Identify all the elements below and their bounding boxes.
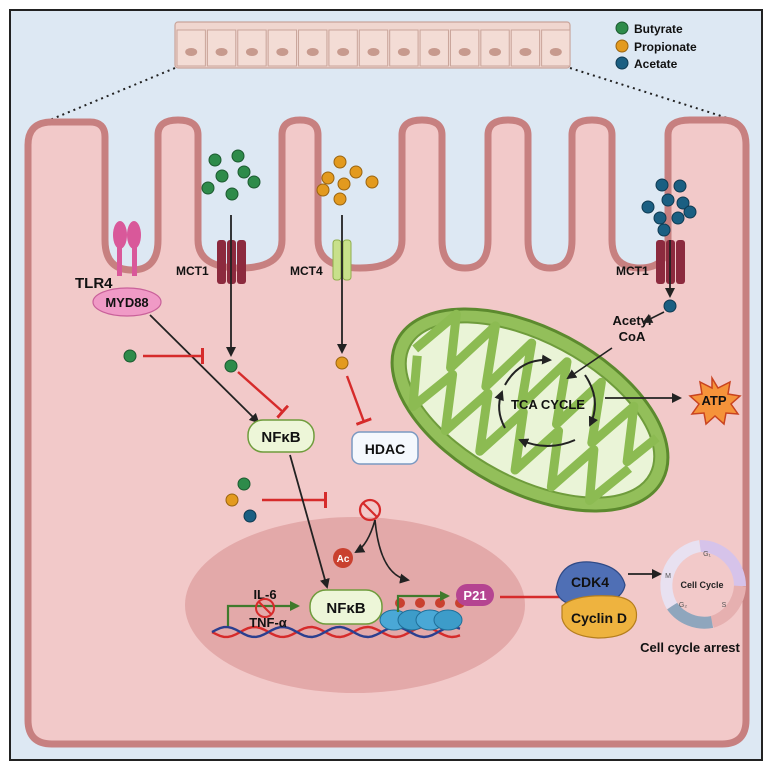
epithelial-nucleus (367, 48, 380, 56)
cyclin-d-node (561, 595, 638, 639)
epithelial-nucleus (549, 48, 562, 56)
atp-starburst-icon (688, 375, 742, 426)
tca-cycle-arrows (494, 354, 598, 448)
epithelial-nucleus (428, 48, 441, 56)
epithelial-cell (480, 29, 510, 67)
butyrate-dot-icon (615, 21, 629, 35)
propionate-dot-icon (615, 39, 629, 53)
epithelial-nucleus (337, 48, 350, 56)
epithelial-nucleus (458, 48, 471, 56)
butyrate-inhibitor-dot (123, 349, 137, 363)
epithelial-nucleus (397, 48, 410, 56)
phase-g2: G₂ (679, 602, 687, 609)
acetate-cluster (641, 178, 697, 237)
legend-acetate: Acetate (634, 57, 678, 71)
butyrate-cluster (201, 149, 261, 201)
mct4-label: MCT4 (290, 264, 323, 278)
myd88-to-nfkb-arrow (149, 314, 260, 424)
legend-propionate: Propionate (634, 40, 697, 54)
butyrate-intracellular-dot (224, 359, 238, 373)
phase-g1: G₁ (703, 551, 711, 558)
cyclin-d-label: Cyclin D (571, 610, 627, 626)
mct1-right-label: MCT1 (616, 264, 649, 278)
epithelial-nucleus (276, 48, 289, 56)
acetate-to-acetylcoa-arrow (642, 311, 665, 323)
epithelial-cell (449, 29, 480, 67)
epithelial-nucleus (519, 48, 532, 56)
mix-butyrate-dot (237, 477, 251, 491)
epithelial-cell (419, 29, 449, 67)
propionate-cluster (316, 155, 379, 206)
mct1-left-label: MCT1 (176, 264, 209, 278)
acetyl-coa-line2: CoA (619, 329, 646, 344)
phase-m: M (665, 573, 671, 580)
tnf-label: TNF-α (249, 615, 287, 630)
hdac-label: HDAC (365, 441, 405, 457)
acetate-dot-icon (615, 56, 629, 70)
acetate-intracellular-dot (663, 299, 677, 313)
hdac-to-histone-arrow (374, 519, 410, 584)
legend-butyrate: Butyrate (634, 22, 683, 36)
p21-promoter-arrow (396, 591, 450, 612)
tlr4-receptor (113, 221, 141, 276)
mix-acetate-dot (243, 509, 257, 523)
nfkb-cytoplasm-node (247, 419, 315, 453)
epithelial-cell (237, 29, 267, 67)
prohibit-cytokine-icon (255, 598, 275, 618)
nucleosomes (379, 609, 463, 631)
epithelial-nucleus (215, 48, 228, 56)
hdac-to-ac-arrow (354, 519, 376, 554)
mitochondrion (390, 307, 670, 513)
myd88-node (92, 287, 162, 317)
atp-label: ATP (701, 393, 726, 408)
nfkb-translocation-arrow (289, 454, 330, 589)
cell-cycle-arrest-label: Cell cycle arrest (640, 640, 740, 655)
ac-badge-label: Ac (337, 554, 350, 565)
epithelial-nucleus (306, 48, 319, 56)
tlr4-label: TLR4 (75, 275, 113, 292)
myd88-label: MYD88 (105, 295, 148, 310)
propionate-intracellular-dot (335, 356, 349, 370)
acetyl-coa-line1: Acetyl (612, 313, 651, 328)
cell-cycle-ring (660, 540, 746, 629)
nfkb-nucleus-node (309, 589, 383, 625)
nfkb-cytoplasm-label: NFκB (261, 429, 300, 446)
hdac-node (351, 431, 419, 465)
epithelial-nucleus (245, 48, 258, 56)
butyrate-inhibit-nfkb-line (237, 371, 290, 419)
il6-label: IL-6 (253, 587, 276, 602)
epithelial-nucleus (489, 48, 502, 56)
tca-cycle-label: TCA CYCLE (511, 397, 585, 412)
cell-cycle-ring-label: Cell Cycle (680, 580, 723, 590)
propionate-inhibit-hdac-line (345, 375, 372, 426)
ac-badge (333, 548, 353, 568)
p21-label: P21 (463, 588, 486, 603)
epithelial-cell (389, 29, 419, 67)
nfkb-nucleus-label: NFκB (326, 600, 365, 617)
cdk4-label: CDK4 (571, 574, 609, 590)
mix-propionate-dot (225, 493, 239, 507)
phase-s: S (722, 602, 727, 609)
epithelial-nucleus (185, 48, 198, 56)
acetylcoa-to-tca-arrow (566, 347, 613, 380)
prohibit-hdac-icon (358, 498, 382, 522)
epithelial-strip (174, 21, 571, 69)
p21-node (456, 584, 494, 606)
legend: Butyrate Propionate Acetate (615, 21, 697, 71)
mct4-transporter (332, 239, 352, 281)
